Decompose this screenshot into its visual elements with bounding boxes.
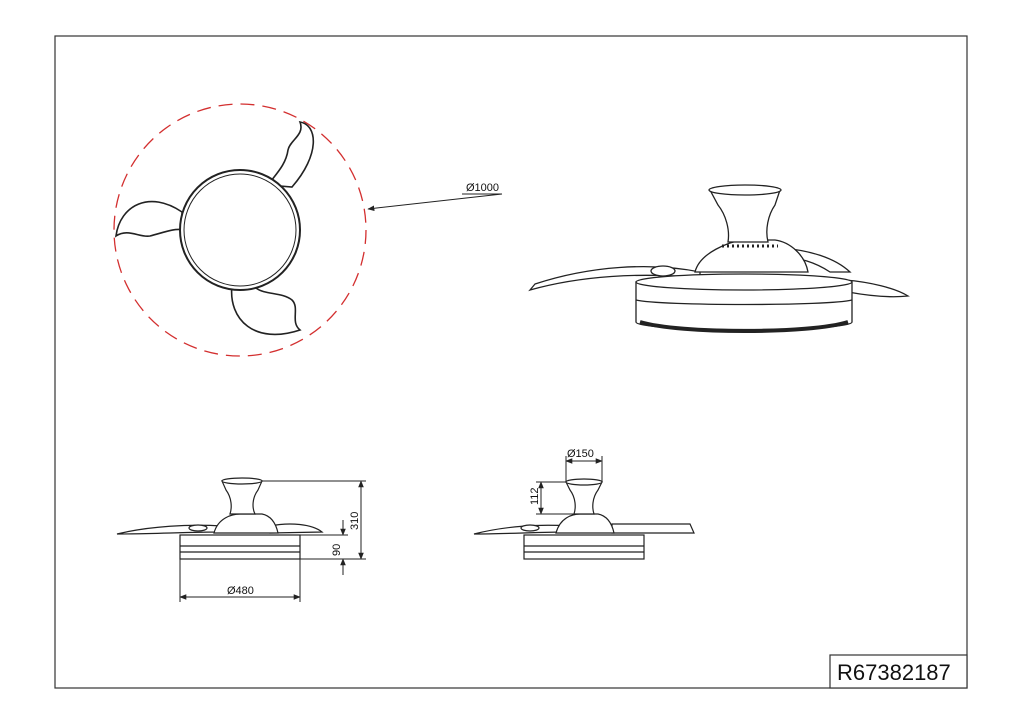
- perspective-blade-hole: [650, 265, 676, 277]
- canopy-height-label: 112: [529, 487, 541, 505]
- side2-canopy-top: [565, 478, 603, 486]
- blade-bottom: [230, 284, 302, 336]
- side-motor: [213, 513, 279, 534]
- perspective-body-band: [635, 299, 853, 306]
- blade-top: [266, 120, 315, 188]
- blade-left: [114, 200, 184, 238]
- side-blade-left-hole: [188, 524, 208, 532]
- perspective-light-ring: [639, 320, 849, 333]
- perspective-blade-right-lower: [844, 279, 910, 298]
- part-number: R67382187: [837, 660, 951, 685]
- side-view-left: [116, 477, 324, 560]
- diameter-leader: [367, 193, 503, 212]
- hub-inner: [183, 173, 297, 287]
- side-canopy-top: [221, 477, 263, 485]
- drawing-frame: [54, 35, 968, 689]
- body-height-label: 90: [331, 544, 343, 556]
- perspective-canopy-top: [708, 184, 782, 196]
- side-canopy: [221, 480, 263, 515]
- canopy-diameter-label: Ø150: [567, 448, 594, 460]
- side-view-dimensions: [179, 480, 366, 602]
- side2-blade-right: [611, 523, 695, 534]
- top-view: Ø1000: [113, 103, 503, 357]
- side2-motor: [555, 513, 615, 534]
- side-blade-right: [269, 523, 324, 534]
- total-height-label: 310: [349, 512, 361, 530]
- side2-body: [523, 534, 645, 560]
- side-body: [179, 534, 301, 560]
- perspective-view: [528, 184, 910, 333]
- side2-blade-hole: [520, 524, 540, 532]
- canopy-dimensions: [536, 456, 603, 515]
- body-diameter-label: Ø480: [227, 585, 254, 597]
- perspective-motor-dome: [694, 239, 809, 273]
- span-diameter-label: Ø1000: [466, 182, 499, 194]
- perspective-body-top: [635, 273, 853, 291]
- part-number-box: [829, 654, 968, 689]
- side-view-right: [473, 478, 695, 560]
- side2-canopy: [565, 481, 603, 515]
- perspective-canopy: [708, 189, 781, 243]
- blade-sweep-circle: [113, 103, 367, 357]
